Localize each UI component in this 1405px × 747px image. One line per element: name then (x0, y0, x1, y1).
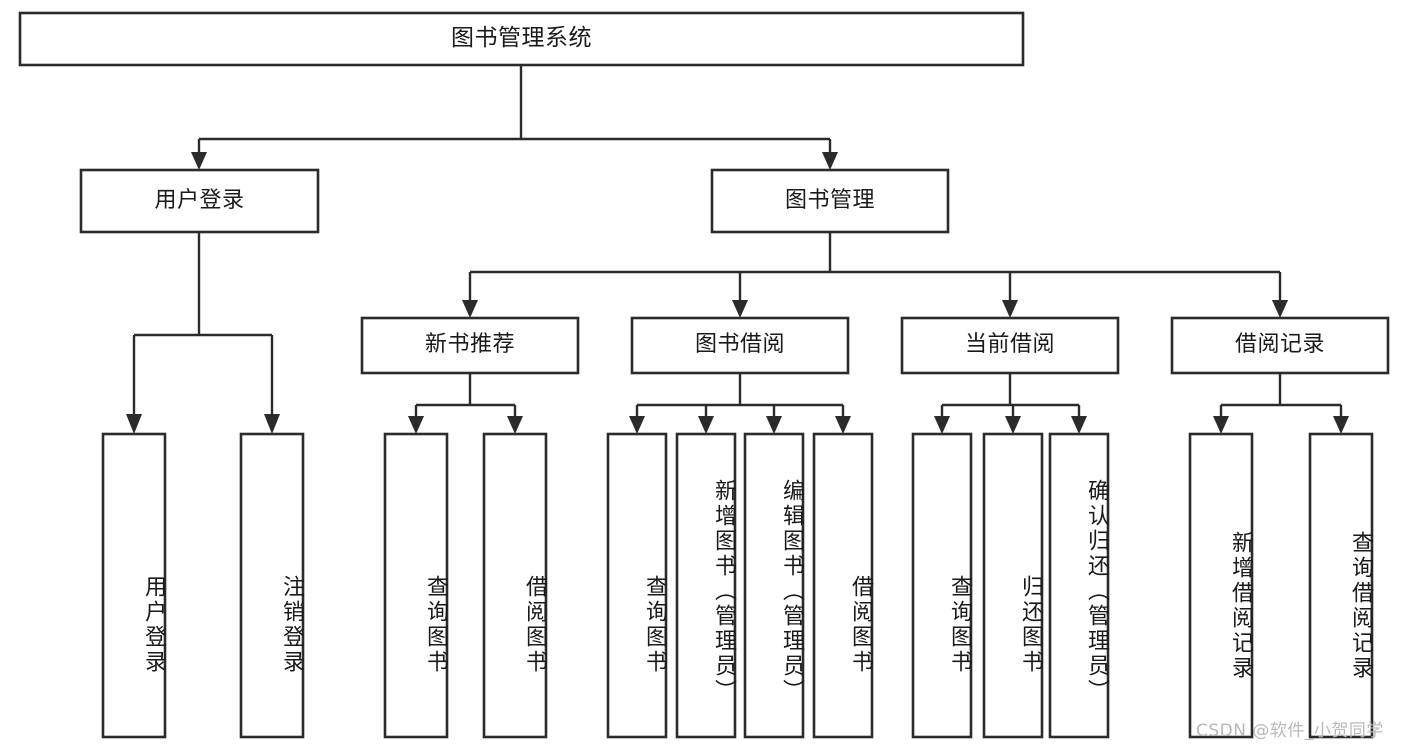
node-box-leaf-edit-book[interactable] (743, 432, 805, 739)
arrow-current-borrow-leaf3 (1071, 416, 1087, 434)
arrow-bm-to-new-book (462, 300, 478, 318)
node-box-borrow-record[interactable] (1170, 316, 1390, 375)
node-box-leaf-borrow-book-1[interactable] (482, 432, 548, 739)
arrow-current-borrow-leaf1 (934, 416, 950, 434)
arrow-bm-to-current-borrow (1002, 300, 1018, 318)
arrow-user-login-leaf1 (126, 414, 142, 434)
arrow-bm-to-borrow-record (1272, 300, 1288, 318)
arrow-root-to-user-login (191, 152, 207, 170)
node-box-leaf-confirm-return[interactable] (1048, 432, 1110, 739)
arrow-new-book-leaf1 (408, 416, 424, 434)
arrow-book-borrow-leaf2 (698, 416, 714, 434)
node-box-leaf-add-book[interactable] (675, 432, 737, 739)
arrow-book-borrow-leaf3 (766, 416, 782, 434)
arrow-current-borrow-leaf2 (1005, 416, 1021, 434)
node-box-new-book-recommend[interactable] (360, 316, 580, 375)
node-box-leaf-user-login[interactable] (101, 432, 167, 739)
node-box-current-borrow[interactable] (900, 316, 1120, 375)
arrow-book-borrow-leaf4 (835, 416, 851, 434)
node-box-leaf-logout-login[interactable] (239, 432, 305, 739)
arrow-new-book-leaf2 (507, 416, 523, 434)
arrow-borrow-record-leaf1 (1213, 416, 1229, 434)
arrow-user-login-leaf2 (264, 414, 280, 434)
node-box-leaf-return-book[interactable] (982, 432, 1044, 739)
arrow-bm-to-book-borrow (732, 300, 748, 318)
node-box-leaf-borrow-book-2[interactable] (812, 432, 874, 739)
node-box-leaf-query-record[interactable] (1308, 432, 1374, 739)
node-box-user-login[interactable] (79, 168, 320, 234)
node-box-book-borrow[interactable] (630, 316, 850, 375)
node-box-book-management[interactable] (710, 168, 950, 234)
arrow-root-to-book-management (822, 152, 838, 170)
node-box-leaf-query-book-1[interactable] (383, 432, 449, 739)
arrow-borrow-record-leaf2 (1333, 416, 1349, 434)
node-box-leaf-add-record[interactable] (1188, 432, 1254, 739)
arrow-book-borrow-leaf1 (629, 416, 645, 434)
watermark-csdn: CSDN @软件_小贺同学 (1196, 721, 1384, 741)
node-box-root[interactable] (18, 11, 1025, 67)
node-box-leaf-query-book-3[interactable] (911, 432, 973, 739)
node-box-leaf-query-book-2[interactable] (606, 432, 668, 739)
